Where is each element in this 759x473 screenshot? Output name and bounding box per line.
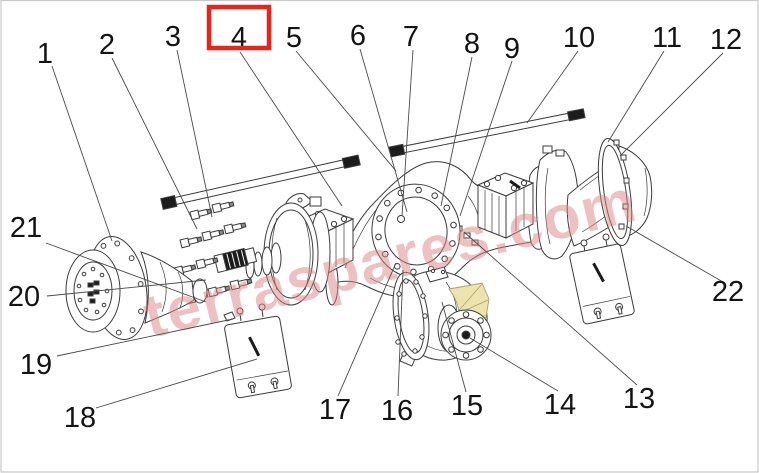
callout-8[interactable]: 8	[464, 28, 480, 60]
callout-12[interactable]: 12	[710, 24, 742, 56]
callout-22[interactable]: 22	[712, 276, 744, 308]
mounting-bracket-left	[223, 303, 292, 399]
brake-drum-left	[263, 193, 331, 306]
callout-18[interactable]: 18	[64, 402, 96, 434]
mounting-bracket-right	[569, 233, 635, 325]
callout-21[interactable]: 21	[10, 212, 42, 244]
axle-shaft-right	[388, 108, 586, 158]
callout-13[interactable]: 13	[623, 383, 655, 415]
callout-5[interactable]: 5	[286, 22, 302, 54]
callout-19[interactable]: 19	[20, 349, 52, 381]
callout-7[interactable]: 7	[403, 21, 419, 53]
leader-lines	[45, 48, 724, 409]
callout-15[interactable]: 15	[451, 390, 483, 422]
right-hub-assembly	[527, 137, 653, 260]
diff-opening-ring	[371, 183, 461, 279]
highlight-box	[206, 4, 272, 51]
callout-1[interactable]: 1	[37, 38, 53, 70]
callout-17[interactable]: 17	[319, 394, 351, 426]
axle-shaft-left	[160, 154, 361, 210]
differential-carrier	[392, 266, 492, 367]
callout-9[interactable]: 9	[504, 33, 520, 65]
callout-11[interactable]: 11	[652, 22, 682, 54]
spring-seat-right	[476, 172, 535, 239]
callout-16[interactable]: 16	[381, 395, 413, 427]
callout-labels: 1 2 3 4 5 6 7 8 9 10 11 12 13 14 15 16 1…	[8, 20, 744, 434]
breather-plug	[397, 215, 405, 223]
callout-14[interactable]: 14	[544, 389, 576, 421]
pinion-flange	[437, 304, 492, 361]
callout-3[interactable]: 3	[165, 21, 181, 53]
callout-20[interactable]: 20	[8, 281, 40, 313]
callout-6[interactable]: 6	[350, 20, 366, 52]
callout-10[interactable]: 10	[563, 22, 595, 54]
callout-2[interactable]: 2	[99, 29, 115, 61]
